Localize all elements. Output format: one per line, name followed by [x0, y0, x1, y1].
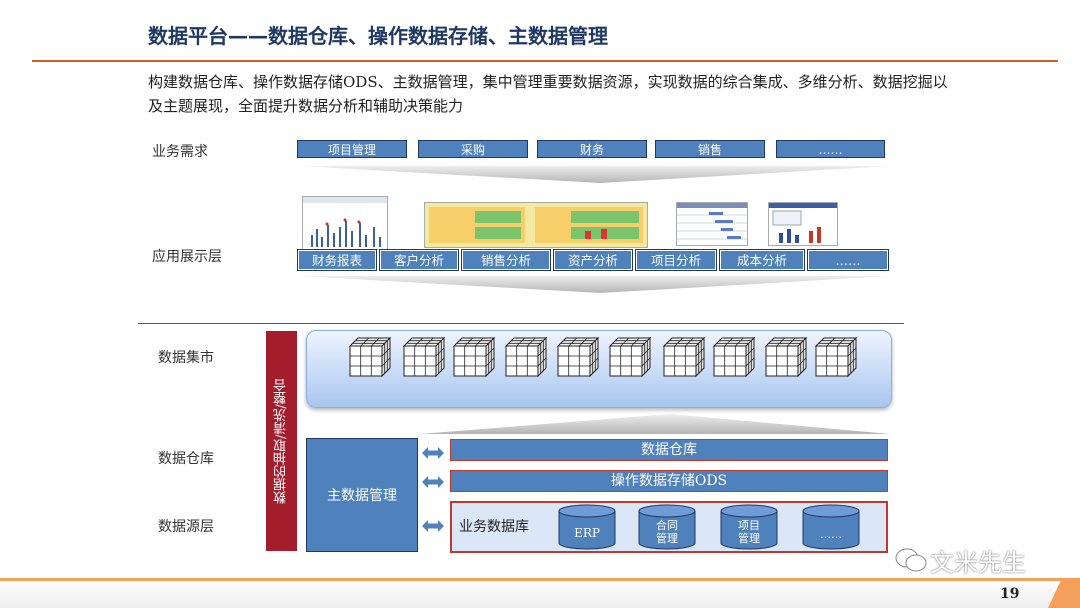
- page-title: 数据平台——数据仓库、操作数据存储、主数据管理: [148, 24, 608, 48]
- application-box: 销售分析: [461, 249, 551, 271]
- application-box: ……: [807, 249, 889, 271]
- database-label-more: ……: [820, 528, 842, 541]
- row-label-presentation: 应用展示层: [152, 249, 222, 265]
- dashboard-screenshot-thumbnail: [424, 202, 648, 248]
- wechat-icon: [895, 548, 927, 572]
- etl-label: 数据的抽取/清洗/整合: [274, 378, 289, 504]
- application-box: 成本分析: [719, 249, 805, 271]
- database-cylinder-icon: [720, 504, 778, 550]
- cube-icon: [557, 337, 599, 377]
- page-subtitle: 构建数据仓库、操作数据存储ODS、主数据管理，集中管理重要数据资源，实现数据的综…: [148, 73, 948, 115]
- cube-icon: [663, 337, 705, 377]
- application-box: 客户分析: [379, 249, 459, 271]
- title-rule: [32, 60, 1058, 62]
- footer-band: [0, 578, 1080, 608]
- requirement-box: 项目管理: [297, 140, 407, 158]
- cube-icon: [815, 337, 857, 377]
- cube-icon: [609, 337, 651, 377]
- master-data-management-box: 主数据管理: [306, 438, 418, 552]
- footer-accent: [1048, 578, 1080, 608]
- business-database-label: 业务数据库: [459, 519, 529, 535]
- up-chevron: [420, 414, 890, 434]
- cube-icon: [403, 337, 445, 377]
- database-label-erp: ERP: [574, 526, 600, 540]
- double-arrow-icon: [422, 476, 444, 488]
- database-cylinder-icon: [802, 504, 860, 550]
- down-chevron-middle: [300, 276, 890, 293]
- page-number: 19: [1000, 586, 1020, 602]
- double-arrow-icon: [422, 520, 444, 532]
- etl-bar: [266, 331, 297, 551]
- requirement-box: 销售: [655, 140, 765, 158]
- database-label-contract: 合同管理: [656, 519, 678, 545]
- requirement-box: ……: [776, 140, 885, 158]
- data-warehouse-bar: 数据仓库: [450, 439, 888, 461]
- row-label-datamart: 数据集市: [158, 350, 214, 366]
- requirement-box: 财务: [537, 140, 647, 158]
- row-label-source: 数据源层: [158, 519, 214, 535]
- chart-screenshot-thumbnail: [768, 202, 838, 246]
- application-box: 项目分析: [635, 249, 717, 271]
- gantt-screenshot-thumbnail: [676, 202, 748, 246]
- row-label-warehouse: 数据仓库: [158, 451, 214, 467]
- cube-icon: [453, 337, 495, 377]
- database-label-project: 项目管理: [738, 519, 760, 545]
- cube-icon: [765, 337, 807, 377]
- ods-bar: 操作数据存储ODS: [450, 470, 888, 492]
- row-label-requirements: 业务需求: [152, 144, 208, 160]
- cube-icon: [505, 337, 547, 377]
- down-chevron-top: [300, 166, 890, 183]
- report-screenshot-thumbnail: [302, 196, 388, 250]
- cube-icon: [349, 337, 391, 377]
- requirement-box: 采购: [418, 140, 528, 158]
- database-cylinder-icon: [558, 504, 616, 550]
- watermark-text: 文米先生: [930, 549, 1026, 577]
- database-cylinder-icon: [638, 504, 696, 550]
- datamart-cubes: [349, 337, 857, 377]
- application-box: 资产分析: [553, 249, 633, 271]
- double-arrow-icon: [422, 447, 444, 459]
- layer-divider: [138, 323, 904, 324]
- cube-icon: [713, 337, 755, 377]
- application-box: 财务报表: [297, 249, 377, 271]
